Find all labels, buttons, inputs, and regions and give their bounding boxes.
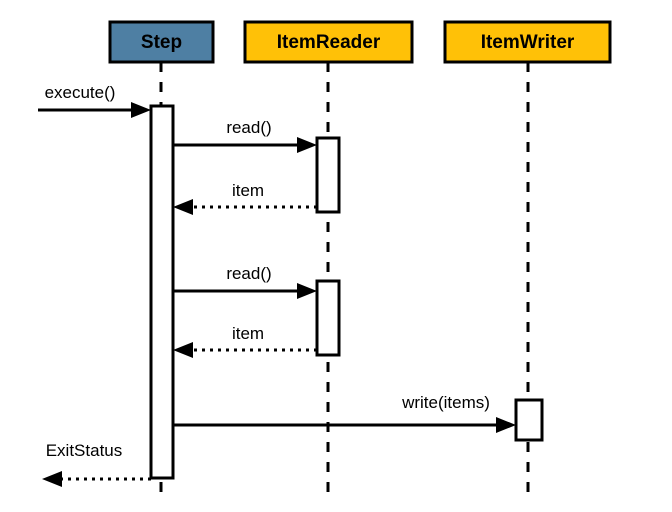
activation-itemwriter-1 (514, 398, 544, 442)
activations-group (149, 104, 544, 480)
message-exit-status: ExitStatus (42, 441, 151, 487)
message-read-2-arrowhead (297, 283, 317, 299)
participant-step-box[interactable] (108, 20, 215, 64)
message-item-2-label: item (232, 324, 264, 343)
participant-itemreader-label: ItemReader (277, 32, 381, 53)
participant-itemwriter-label: ItemWriter (481, 32, 575, 53)
message-read-1-arrowhead (297, 137, 317, 153)
message-item-1-arrowhead (173, 199, 193, 215)
message-read-1: read() (173, 118, 317, 153)
participant-itemwriter[interactable]: ItemWriter (443, 20, 612, 64)
message-exit-status-arrowhead (42, 471, 62, 487)
participant-step-label: Step (141, 32, 182, 53)
message-read-1-label: read() (226, 118, 271, 137)
message-write-items: write(items) (173, 393, 516, 433)
participant-itemreader[interactable]: ItemReader (243, 20, 414, 64)
message-item-2: item (173, 324, 317, 358)
participant-itemreader-box[interactable] (243, 20, 414, 64)
activation-itemreader-1 (315, 136, 341, 214)
participant-itemwriter-box[interactable] (443, 20, 612, 64)
message-item-1-label: item (232, 181, 264, 200)
activation-itemreader-2 (315, 279, 341, 357)
lifelines-group (159, 62, 530, 496)
participant-step[interactable]: Step (108, 20, 215, 64)
message-item-2-arrowhead (173, 342, 193, 358)
message-write-items-label: write(items) (401, 393, 490, 412)
activation-step (149, 104, 175, 480)
message-write-items-arrowhead (496, 417, 516, 433)
message-execute-label: execute() (45, 83, 116, 102)
message-execute-arrowhead (131, 102, 151, 118)
message-execute: execute() (38, 83, 151, 118)
message-item-1: item (173, 181, 317, 215)
message-read-2: read() (173, 264, 317, 299)
message-read-2-label: read() (226, 264, 271, 283)
message-exit-status-label: ExitStatus (46, 441, 123, 460)
